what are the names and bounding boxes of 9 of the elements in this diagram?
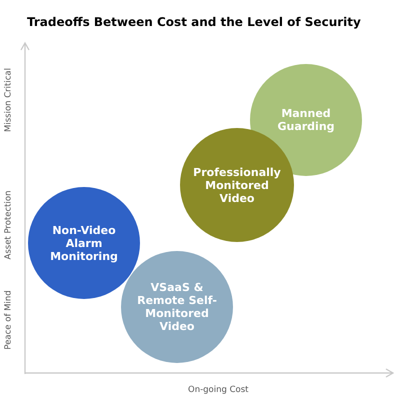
chart-title: Tradeoffs Between Cost and the Level of Security: [27, 14, 361, 31]
axis-label: Mission Critical: [2, 68, 15, 132]
axis-label: Asset Protection: [2, 190, 15, 260]
category-label: Non-Video Alarm Monitoring: [49, 224, 119, 262]
category-label: Manned Guarding: [276, 107, 336, 133]
category-label: Professionally Monitored Video: [192, 166, 282, 204]
axis-label: On-going Cost: [188, 384, 248, 397]
axis-label: Peace of Mind: [2, 290, 15, 350]
category-label: VSaaS & Remote Self-Monitored Video: [136, 281, 218, 333]
